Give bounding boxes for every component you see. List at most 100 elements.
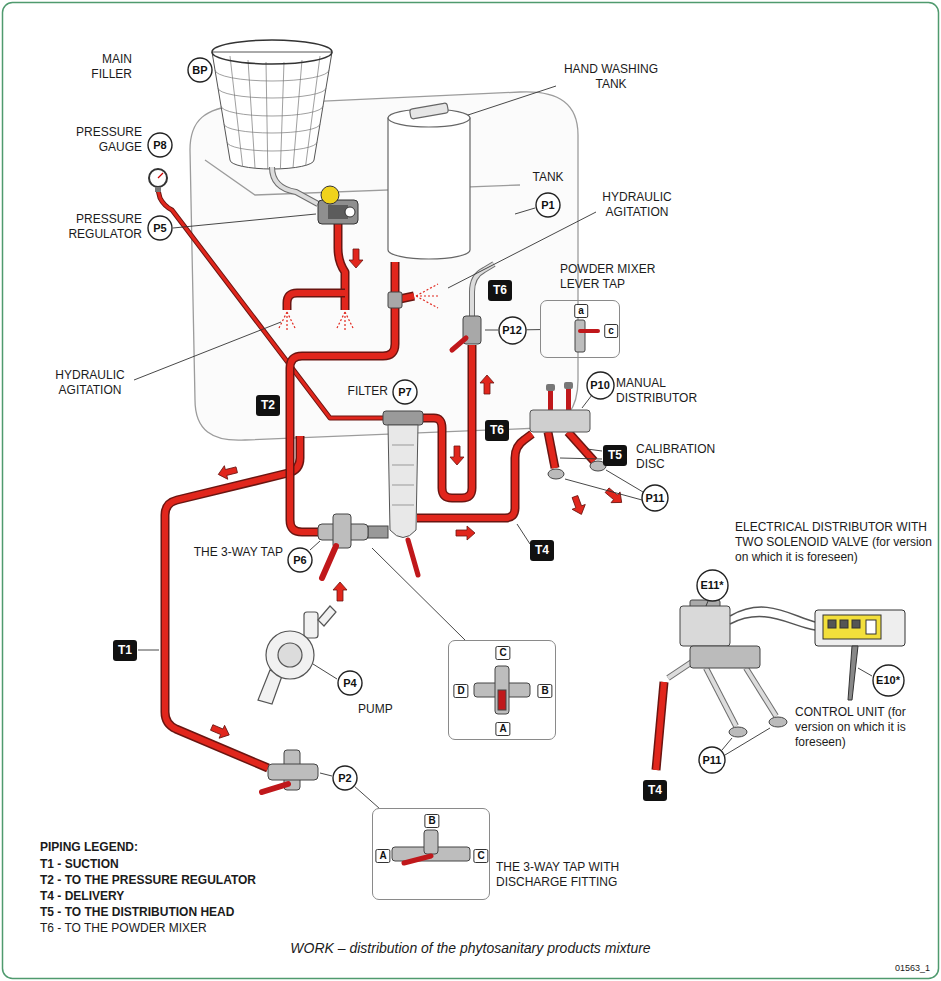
- callout-text: P1: [541, 200, 554, 211]
- callout-circle: [148, 133, 172, 157]
- figure-code: 01563_1: [895, 962, 930, 974]
- manual-distributor: [530, 382, 590, 432]
- tap-lever: [262, 784, 288, 792]
- tap-lever: [322, 546, 336, 578]
- powder-mixer-tap: [452, 338, 466, 350]
- flow-arrow: [209, 249, 626, 741]
- main-filler-basket: [212, 52, 332, 169]
- pipe-tag-text: T6: [490, 424, 504, 436]
- gray-hose: [272, 167, 776, 726]
- callout-text: P11: [646, 493, 665, 504]
- flow-arrow: [333, 582, 347, 601]
- leader-line: [517, 524, 530, 544]
- callout-text: P5: [153, 223, 166, 234]
- flow-arrow: [568, 494, 588, 517]
- callout-circle: [393, 380, 417, 404]
- three-way-tap: [333, 514, 351, 548]
- pipe-tag-text: T1: [118, 644, 132, 656]
- inset-tap-drawing: [424, 830, 438, 854]
- manual-distributor: [564, 382, 573, 389]
- gray-hose: [668, 662, 692, 678]
- valve-inset: BAC: [372, 808, 490, 900]
- red-pipe: [656, 682, 664, 770]
- part-label: THE 3-WAY TAP WITH DISCHARGE FITTING: [496, 860, 646, 890]
- agitation-fitting: [388, 292, 402, 308]
- calibration-disc: [769, 717, 787, 727]
- gray-hose: [272, 167, 318, 204]
- connector-line: [526, 329, 540, 330]
- callout-circle: [697, 570, 728, 601]
- inset-tap-drawing: [575, 320, 585, 352]
- red-pipe: [287, 293, 345, 310]
- inset-letter: B: [537, 684, 552, 698]
- leader-line: [468, 86, 556, 115]
- callout-number: P10: [586, 371, 615, 400]
- flow-arrow: [480, 375, 494, 394]
- red-pipe: [158, 190, 383, 418]
- control-unit-wire: [730, 607, 815, 630]
- inset-letter: C: [495, 646, 510, 660]
- pressure-gauge: [149, 169, 167, 192]
- red-pipe: [656, 682, 664, 770]
- valve-inset: ac: [540, 300, 620, 358]
- callout-circle: [699, 747, 725, 773]
- legend-text: T6 - TO THE POWDER MIXER: [40, 921, 207, 935]
- leader-line: [606, 470, 643, 492]
- callout-number: P7: [392, 379, 418, 405]
- callout-circle: [499, 317, 526, 344]
- flow-arrow: [456, 526, 475, 540]
- pipe-tag-text: T4: [535, 544, 549, 556]
- control-unit: [815, 610, 905, 646]
- callout-number: P1: [535, 192, 561, 218]
- flow-arrow: [209, 721, 232, 741]
- leader-line: [372, 548, 465, 640]
- filter: [388, 425, 418, 538]
- callout-number: P5: [147, 215, 173, 241]
- agitation-spray: [337, 312, 353, 330]
- legend-text: T4 - DELIVERY: [40, 889, 124, 903]
- gray-hose: [746, 668, 776, 716]
- caption: WORK – distribution of the phytosanitary…: [0, 940, 941, 956]
- callout-text: E11*: [700, 580, 723, 591]
- valve-inset: CDBA: [448, 640, 556, 740]
- callout-text: P6: [293, 555, 306, 566]
- three-way-tap: [368, 526, 388, 538]
- red-pipe: [568, 432, 594, 461]
- leader-line: [706, 601, 708, 606]
- red-pipe: [158, 190, 383, 418]
- pipe-tag: T2: [256, 395, 280, 416]
- part-label: FILTER: [348, 384, 388, 399]
- manual-distributor: [566, 388, 571, 410]
- callout-circle: [333, 766, 357, 790]
- red-pipe: [568, 432, 594, 461]
- part-label: MAIN FILLER: [62, 52, 132, 82]
- callout-circle: [338, 671, 362, 695]
- leader-line: [173, 214, 316, 228]
- gray-hose: [706, 668, 736, 726]
- leader-line: [448, 212, 596, 288]
- inset-tap-drawing: [580, 329, 598, 333]
- gray-hose: [272, 167, 318, 204]
- inset-letter: D: [453, 684, 468, 698]
- page-frame: [3, 3, 939, 979]
- electrical-distributor: [680, 606, 730, 646]
- callout-text: P7: [398, 387, 411, 398]
- callout-text: P12: [502, 325, 522, 336]
- control-unit: [840, 620, 848, 628]
- connector-group: [355, 330, 540, 808]
- part-label: PRESSURE GAUGE: [42, 125, 142, 155]
- callout-number: P11: [641, 484, 669, 512]
- callout-circle: [536, 193, 560, 217]
- callout-number: P6: [287, 547, 313, 573]
- inset-tap-drawing: [495, 666, 509, 714]
- discharge-tap: [268, 750, 318, 790]
- callout-number: P2: [332, 765, 358, 791]
- callout-number: P12: [498, 316, 527, 345]
- leader-line: [134, 86, 872, 776]
- connector-line: [355, 787, 379, 808]
- manual-distributor: [546, 384, 555, 391]
- agitation-spray: [279, 312, 295, 330]
- inset-letter: C: [473, 849, 488, 863]
- agitation-spray: [279, 284, 440, 330]
- red-pipe: [423, 345, 472, 498]
